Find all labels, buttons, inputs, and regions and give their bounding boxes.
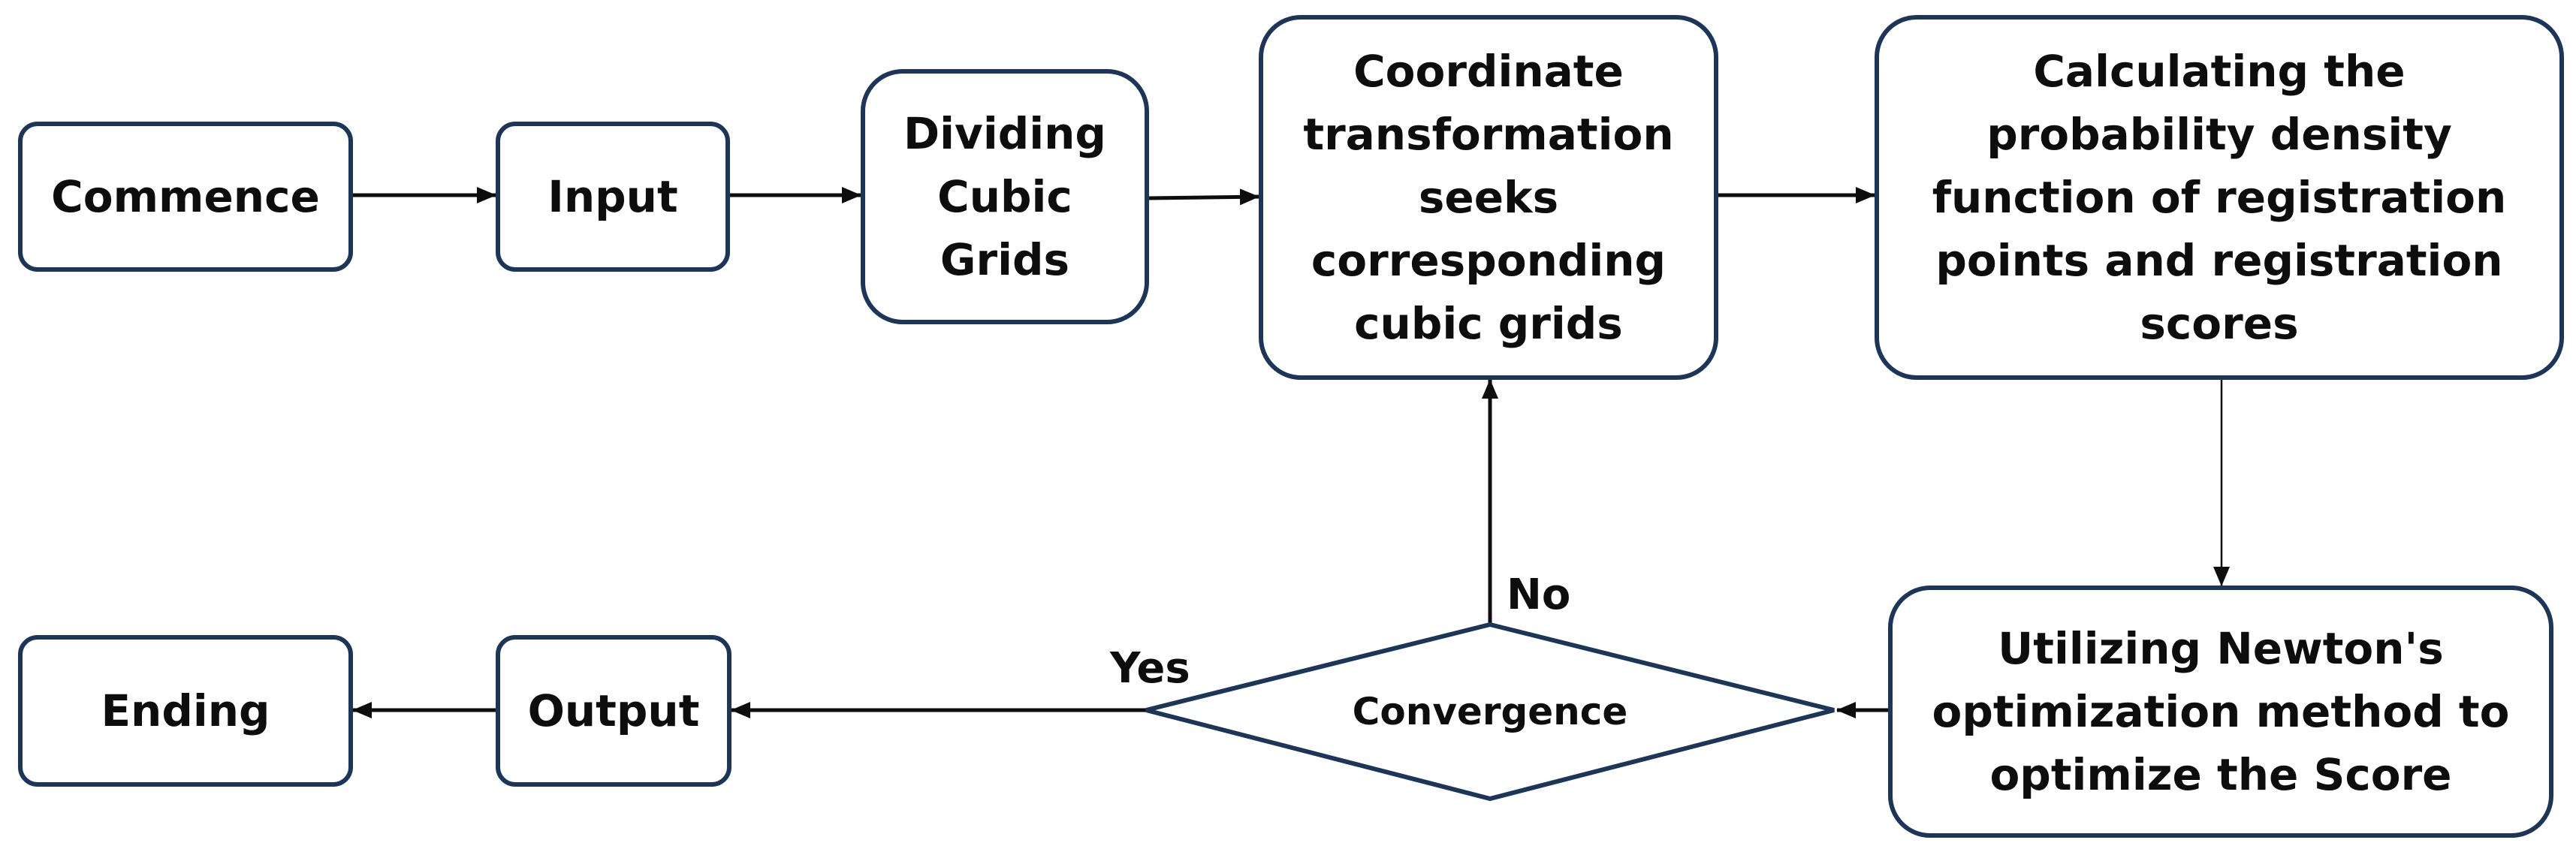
yes-edge-label: Yes [1110,644,1190,693]
coordinate-transformation-node: Coordinate transformation seeks correspo… [1259,15,1718,380]
no-edge-label: No [1507,571,1571,619]
convergence-diamond [1145,622,1835,802]
newton-optimization-node: Utilizing Newton's optimization method t… [1888,586,2553,838]
dividing-cubic-grids-node: Dividing Cubic Grids [861,69,1149,324]
convergence-label: Convergence [1352,690,1628,733]
input-node: Input [496,122,730,272]
calculating-pdf-node: Calculating the probability density func… [1875,15,2564,380]
commence-node: Commence [18,122,353,272]
arrow-dividing-to-coordinate [1148,188,1259,206]
output-node: Output [496,635,731,787]
ending-node: Ending [18,635,353,787]
